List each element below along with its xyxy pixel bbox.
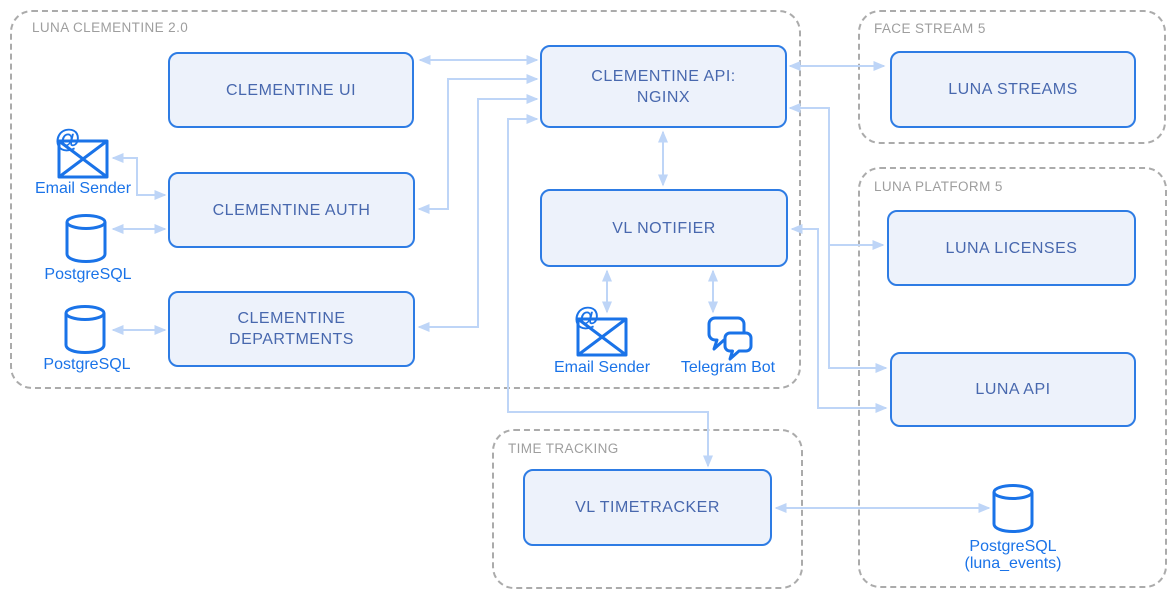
node-clementine-departments: CLEMENTINE DEPARTMENTS [168,291,415,367]
node-clementine-api-label-line2: NGINX [636,88,691,106]
node-vl-notifier-label: VL NOTIFIER [612,219,716,237]
node-clementine-auth: CLEMENTINE AUTH [168,172,415,248]
database-icon [65,214,107,264]
database-icon [64,305,106,355]
node-clementine-auth-label: CLEMENTINE AUTH [212,201,371,219]
telegram-bot-label: Telegram Bot [680,359,776,376]
container-face-stream: FACE STREAM 5 [858,10,1166,144]
node-clementine-departments-label-line2: DEPARTMENTS [229,331,354,348]
postgres-auth-label: PostgreSQL [44,266,132,283]
email-icon: @ [574,302,628,357]
node-clementine-api: CLEMENTINE API: NGINX [540,45,787,128]
node-clementine-ui-label: CLEMENTINE UI [225,81,357,99]
node-clementine-api-label-line1: CLEMENTINE API: [591,67,736,85]
telegram-bot-icon [707,316,753,361]
postgres-luna-events-label-line1: PostgreSQL [969,538,1057,555]
svg-text:@: @ [55,124,80,153]
node-luna-api: LUNA API [890,352,1136,427]
email-sender-label: Email Sender [34,180,132,197]
svg-text:@: @ [574,302,599,331]
node-vl-notifier: VL NOTIFIER [540,189,788,267]
node-vl-timetracker: VL TIMETRACKER [523,469,772,546]
node-luna-licenses-label: LUNA LICENSES [945,239,1078,257]
postgres-departments-label: PostgreSQL [43,356,131,373]
node-clementine-ui: CLEMENTINE UI [168,52,414,128]
container-time-tracking-label: TIME TRACKING [508,441,619,456]
node-luna-api-label: LUNA API [975,381,1051,398]
node-clementine-departments-label-line1: CLEMENTINE [237,310,346,327]
node-luna-streams: LUNA STREAMS [890,51,1136,128]
container-luna-platform-label: LUNA PLATFORM 5 [874,179,1003,194]
email-sender-notifier-label: Email Sender [553,359,651,376]
email-icon: @ [55,124,109,179]
node-luna-licenses: LUNA LICENSES [887,210,1136,286]
postgres-luna-events-label: PostgreSQL (luna_events) [943,538,1083,572]
container-face-stream-label: FACE STREAM 5 [874,21,986,36]
node-luna-streams-label: LUNA STREAMS [948,81,1078,98]
container-luna-clementine-label: LUNA CLEMENTINE 2.0 [32,20,189,35]
node-vl-timetracker-label: VL TIMETRACKER [575,499,720,516]
postgres-luna-events-label-line2: (luna_events) [964,555,1062,572]
database-icon [992,484,1034,534]
